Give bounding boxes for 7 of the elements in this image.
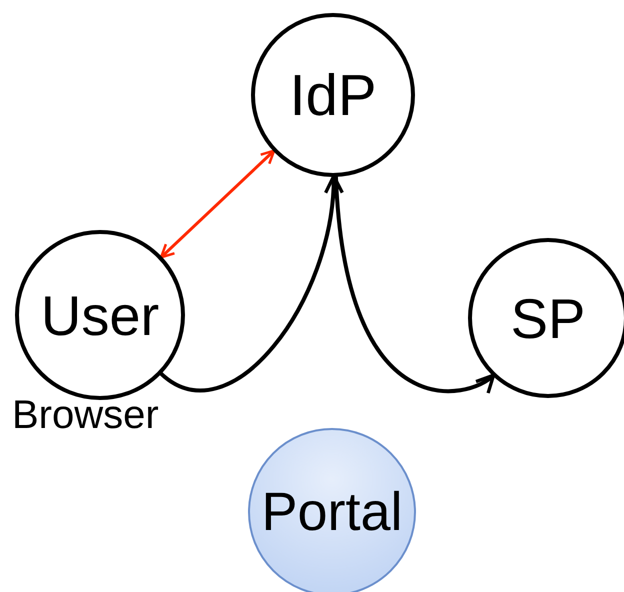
arrow: [160, 149, 276, 259]
caption-text: Browser: [12, 393, 159, 438]
node-label: SP: [510, 286, 586, 350]
node-label: User: [40, 282, 160, 348]
node-label: IdP: [289, 62, 377, 128]
node-label: Portal: [261, 481, 403, 543]
arrow: [158, 174, 343, 392]
